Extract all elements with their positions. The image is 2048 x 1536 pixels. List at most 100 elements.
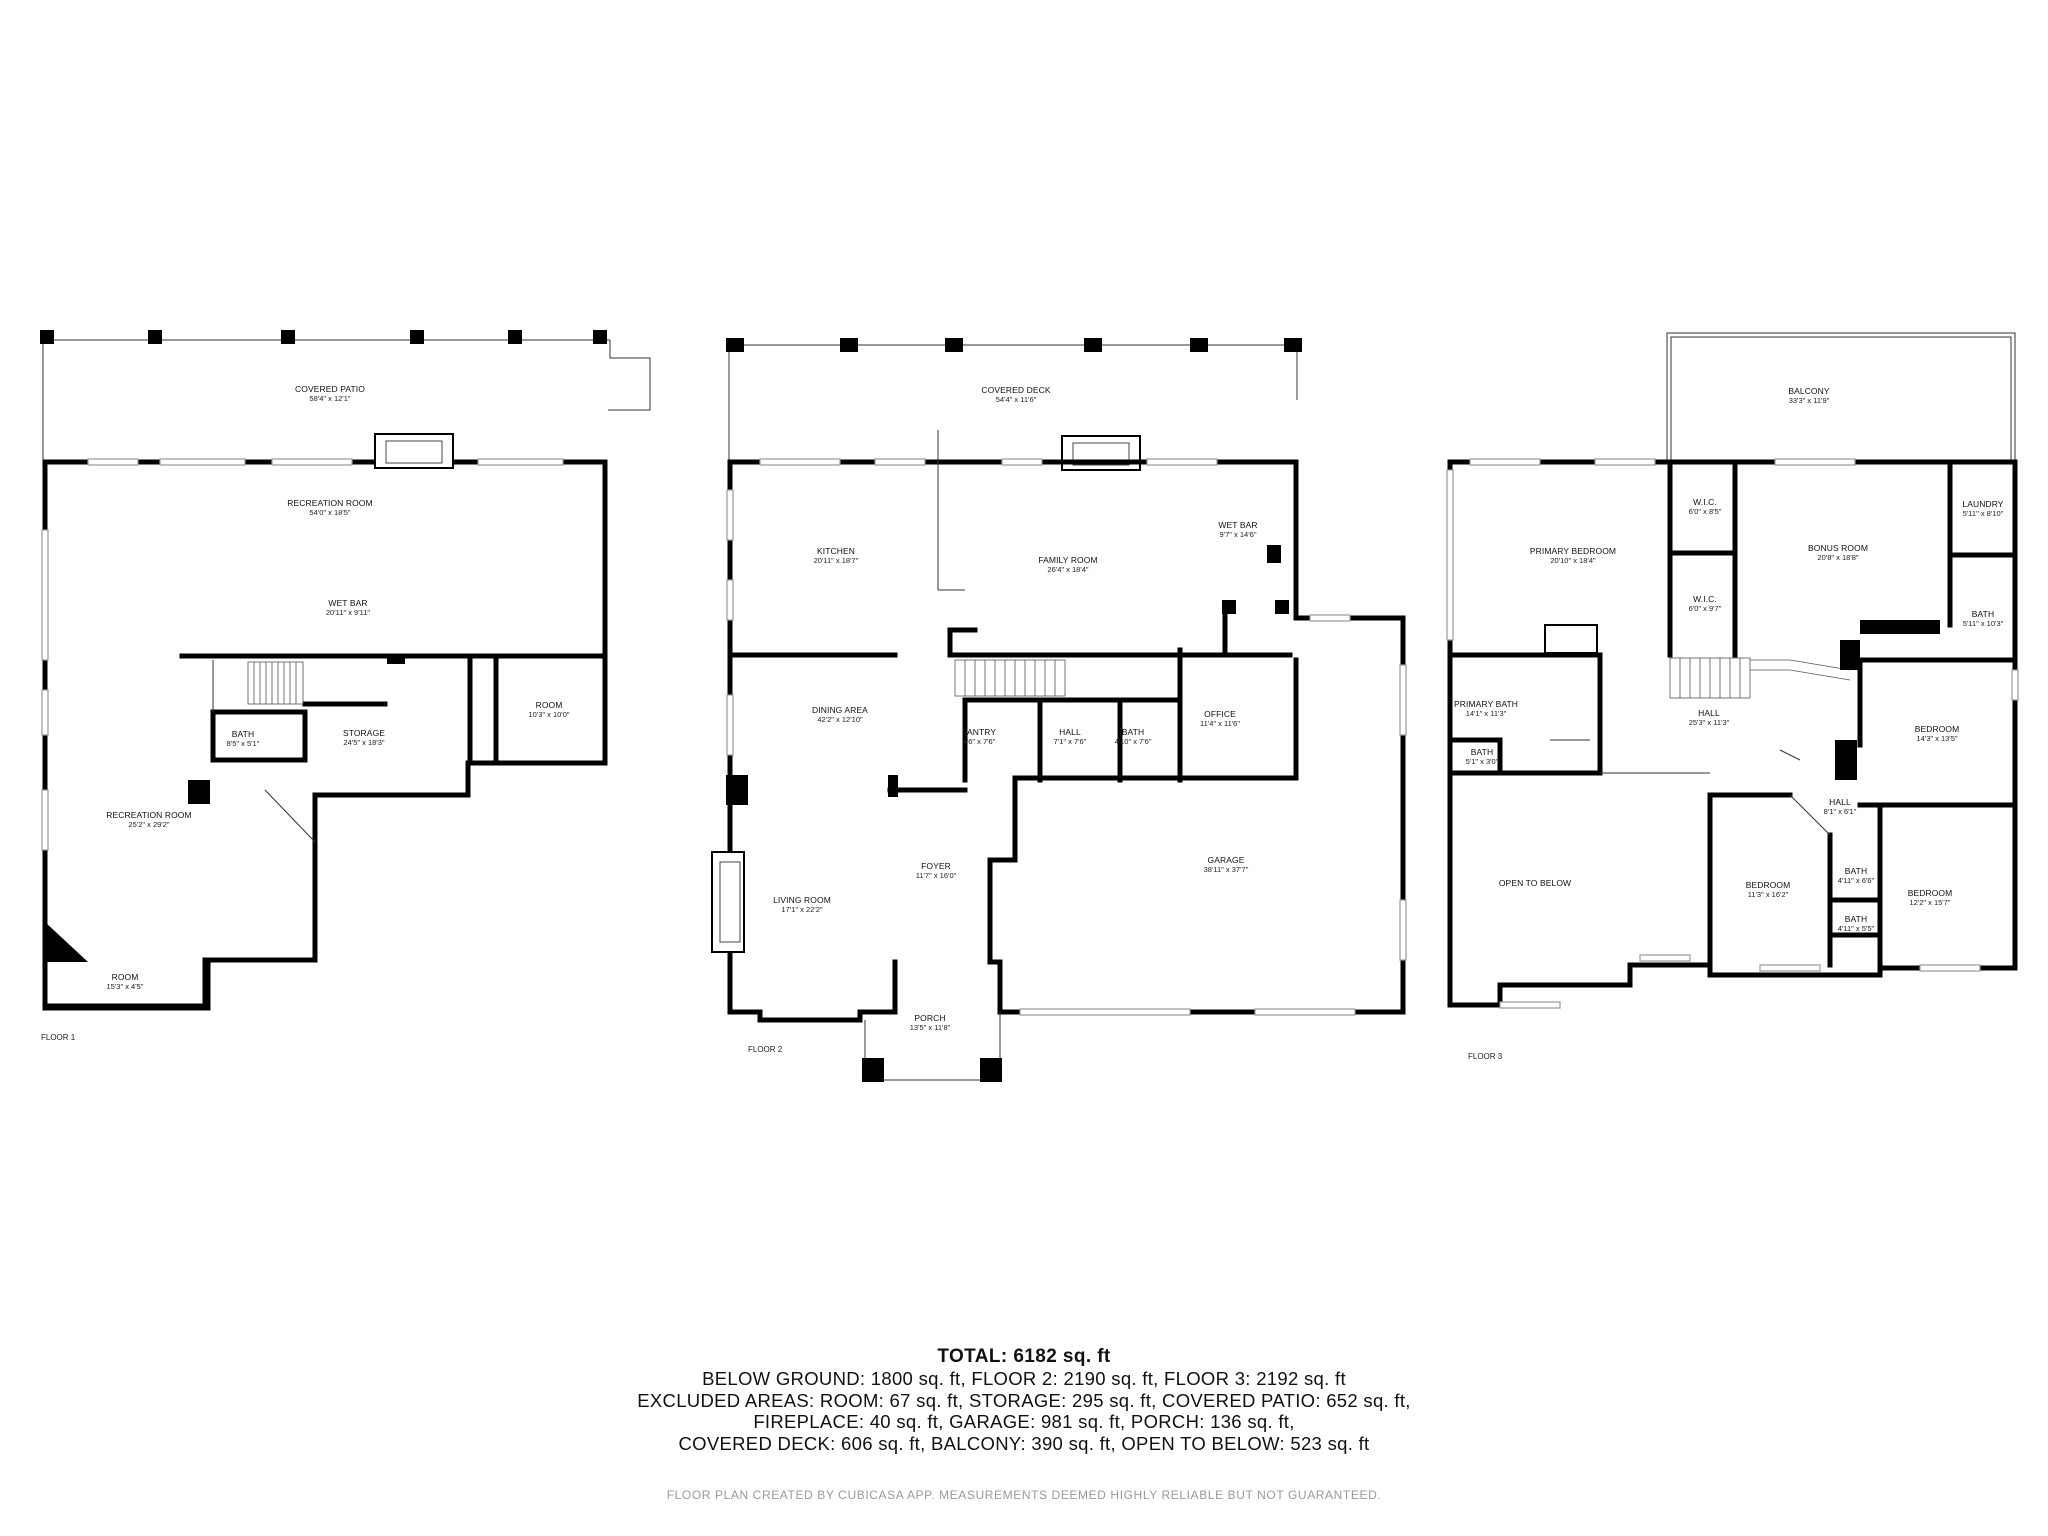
disclaimer-footer: FLOOR PLAN CREATED BY CUBICASA APP. MEAS… <box>666 1488 1382 1502</box>
room-dimensions: 4'6" x 7'6" <box>963 737 996 746</box>
room-name: LAUNDRY <box>1962 499 2003 509</box>
room-name: BATH <box>1122 727 1144 737</box>
room-name: ROOM <box>536 700 563 710</box>
room-dimensions: 33'3" x 11'9" <box>1789 396 1830 405</box>
room-name: BATH <box>1471 747 1493 757</box>
room-dimensions: 20'8" x 18'8" <box>1817 553 1858 562</box>
room-name: BATH <box>1845 866 1867 876</box>
room-name: GARAGE <box>1208 855 1245 865</box>
room-dimensions: 20'10" x 18'4" <box>1550 556 1596 565</box>
room-dimensions: 58'4" x 12'1" <box>309 394 350 403</box>
room-dimensions: 11'4" x 11'6" <box>1200 719 1240 728</box>
room-name: HALL <box>1829 797 1851 807</box>
room-name: COVERED PATIO <box>295 384 365 394</box>
room-dimensions: 11'3" x 16'2" <box>1748 890 1789 899</box>
summary-line: COVERED DECK: 606 sq. ft, BALCONY: 390 s… <box>678 1432 1370 1454</box>
room-dimensions: 14'3" x 13'5" <box>1916 734 1957 743</box>
area-summary: TOTAL: 6182 sq. ft BELOW GROUND: 1800 sq… <box>0 1346 2048 1454</box>
floor-3-plan <box>1446 332 2019 1009</box>
room-name: BONUS ROOM <box>1808 543 1868 553</box>
room-name: BEDROOM <box>1746 880 1791 890</box>
room-dimensions: 9'7" x 14'6" <box>1220 530 1257 539</box>
room-name: PRIMARY BATH <box>1454 699 1518 709</box>
room-dimensions: 12'2" x 15'7" <box>1909 898 1950 907</box>
room-dimensions: 42'2" x 12'10" <box>817 715 863 724</box>
room-dimensions: 4'11" x 6'6" <box>1838 876 1875 885</box>
floor-2-plan <box>711 338 1407 1082</box>
room-dimensions: 15'3" x 4'5" <box>107 982 144 991</box>
room-dimensions: 26'4" x 18'4" <box>1047 565 1088 574</box>
room-name: OFFICE <box>1204 709 1236 719</box>
room-dimensions: 6'0" x 8'5" <box>1689 507 1722 516</box>
room-name: HALL <box>1059 727 1081 737</box>
room-name: STORAGE <box>343 728 385 738</box>
room-dimensions: 8'1" x 6'1" <box>1824 807 1857 816</box>
room-dimensions: 13'5" x 11'8" <box>910 1023 951 1032</box>
room-name: FAMILY ROOM <box>1038 555 1097 565</box>
room-name: BEDROOM <box>1908 888 1953 898</box>
summary-line: FIREPLACE: 40 sq. ft, GARAGE: 981 sq. ft… <box>753 1411 1295 1432</box>
room-dimensions: 20'11" x 18'7" <box>814 556 859 565</box>
room-dimensions: 54'4" x 11'6" <box>996 395 1037 404</box>
room-dimensions: 25'3" x 11'3" <box>1689 718 1730 727</box>
room-label: W.I.C.6'0" x 9'7" <box>1689 594 1722 613</box>
room-name: RECREATION ROOM <box>287 498 372 508</box>
room-name: HALL <box>1698 708 1720 718</box>
room-name: COVERED DECK <box>981 385 1050 395</box>
room-name: PRIMARY BEDROOM <box>1530 546 1616 556</box>
room-dimensions: 17'1" x 22'2" <box>781 905 822 914</box>
total-area: TOTAL: 6182 sq. ft <box>937 1346 1111 1367</box>
room-name: PANTRY <box>962 727 997 737</box>
room-name: KITCHEN <box>817 546 855 556</box>
floor-label: FLOOR 3 <box>1468 1052 1503 1061</box>
room-dimensions: 25'2" x 29'2" <box>128 820 169 829</box>
room-name: LIVING ROOM <box>773 895 831 905</box>
room-name: OPEN TO BELOW <box>1499 878 1571 888</box>
room-name: W.I.C. <box>1693 594 1717 604</box>
room-dimensions: 4'10" x 7'6" <box>1115 737 1152 746</box>
summary-line: BELOW GROUND: 1800 sq. ft, FLOOR 2: 2190… <box>702 1368 1346 1389</box>
room-dimensions: 11'7" x 16'0" <box>916 871 957 880</box>
room-dimensions: 14'1" x 11'3" <box>1466 709 1507 718</box>
room-dimensions: 24'5" x 18'3" <box>343 738 384 747</box>
room-dimensions: 6'0" x 9'7" <box>1689 604 1722 613</box>
room-name: WET BAR <box>1218 520 1257 530</box>
room-dimensions: 10'3" x 10'0" <box>528 710 569 719</box>
room-label: OPEN TO BELOW <box>1499 878 1571 888</box>
room-dimensions: 5'11" x 8'10" <box>1963 509 2004 518</box>
room-dimensions: 5'1" x 3'0" <box>1466 757 1499 766</box>
room-dimensions: 7'1" x 7'6" <box>1054 737 1087 746</box>
room-name: FOYER <box>921 861 951 871</box>
floor-label: FLOOR 1 <box>41 1033 76 1042</box>
room-label: W.I.C.6'0" x 8'5" <box>1689 497 1722 516</box>
room-name: DINING AREA <box>812 705 868 715</box>
room-dimensions: 38'11" x 37'7" <box>1204 865 1249 874</box>
room-dimensions: 8'5" x 5'1" <box>227 739 260 748</box>
